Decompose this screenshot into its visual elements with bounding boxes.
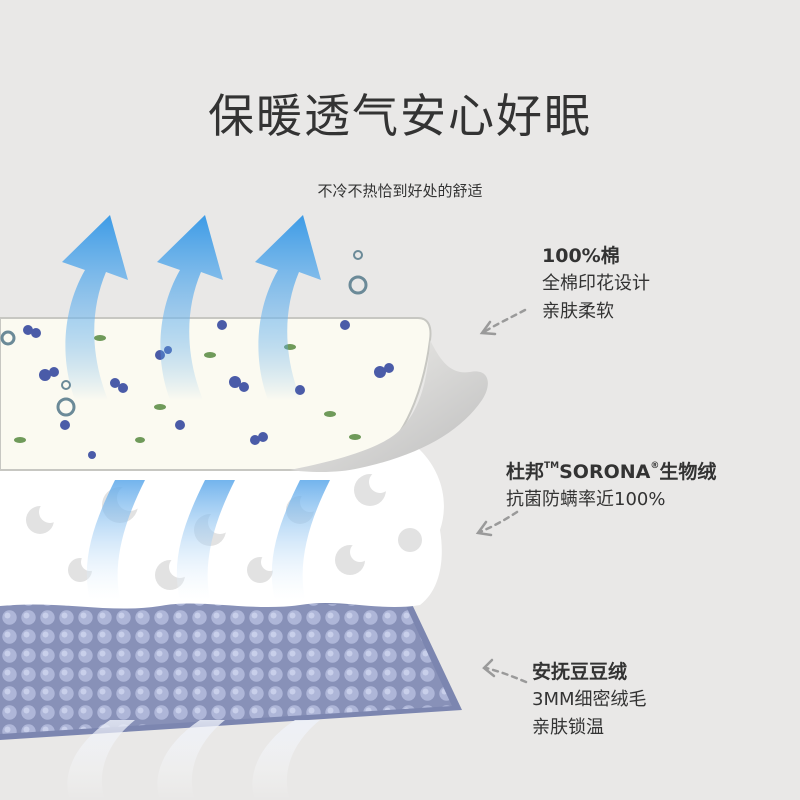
cotton-line2: 亲肤柔软 <box>542 301 614 322</box>
dashed-arrow-icon <box>478 510 519 534</box>
page-subtitle: 不冷不热恰到好处的舒适 <box>317 182 483 200</box>
sorona-line1: 抗菌防螨率近100% <box>506 489 666 510</box>
pointer-arrows <box>478 308 528 684</box>
sorona-heading-part3: 生物绒 <box>659 461 717 483</box>
page-title: 保暖透气安心好眠 <box>208 89 592 143</box>
dashed-arrow-icon <box>482 308 527 334</box>
bean-line1: 3MM细密绒毛 <box>532 689 647 710</box>
sorona-layer-label: 杜邦TMSORONA®生物绒 抗菌防螨率近100% <box>506 452 716 514</box>
trademark-mark: TM <box>544 461 560 471</box>
sorona-heading-part1: 杜邦 <box>506 461 545 483</box>
arrow-up-icon <box>62 215 128 400</box>
cotton-layer-label: 100%棉 全棉印花设计 亲肤柔软 <box>542 242 650 326</box>
cotton-heading: 100%棉 <box>542 245 620 267</box>
arrow-up-icon <box>157 215 223 400</box>
bean-layer-label: 安抚豆豆绒 3MM细密绒毛 亲肤锁温 <box>532 658 647 742</box>
bean-line2: 亲肤锁温 <box>532 717 604 738</box>
bean-fleece-layer <box>0 590 462 740</box>
bottom-air-arrows <box>67 720 320 800</box>
middle-air-arrows <box>86 480 330 600</box>
sorona-heading-part2: SORONA <box>559 461 651 483</box>
bean-heading: 安抚豆豆绒 <box>532 661 628 683</box>
registered-mark: ® <box>650 461 660 471</box>
sorona-heading: 杜邦TMSORONA®生物绒 <box>506 452 716 486</box>
arrow-up-icon <box>255 215 321 400</box>
top-air-arrows <box>62 215 321 400</box>
dashed-arrow-icon <box>484 666 528 684</box>
bubble-icons <box>0 250 368 417</box>
cotton-layer <box>0 250 488 472</box>
cotton-line1: 全棉印花设计 <box>542 273 650 294</box>
